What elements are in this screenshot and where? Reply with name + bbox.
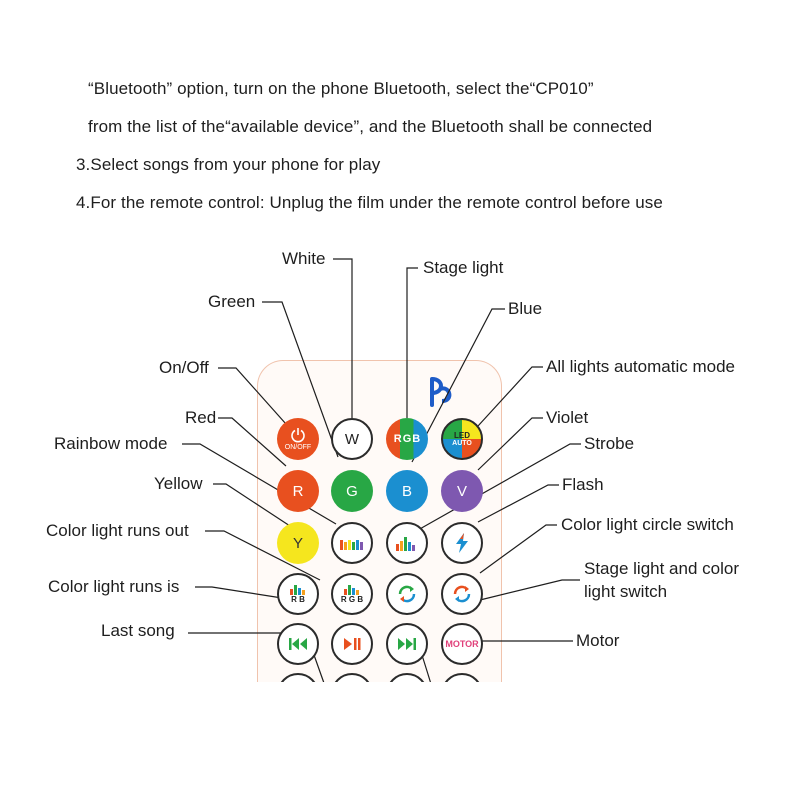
strobe-bars-icon — [396, 537, 415, 551]
instruction-line-3: 3.Select songs from your phone for play — [76, 155, 381, 174]
motor-button-text: MOTOR — [445, 639, 479, 649]
play-pause-button[interactable] — [331, 623, 373, 665]
runs-out-b: B — [357, 594, 364, 604]
play-pause-icon — [344, 638, 361, 650]
strobe-button[interactable] — [386, 522, 428, 564]
label-all-auto: All lights automatic mode — [546, 357, 735, 376]
instruction-line-4: 4.For the remote control: Unplug the fil… — [76, 193, 663, 212]
all-auto-button[interactable]: LED AUTO — [441, 418, 483, 460]
switch-arrows-icon — [453, 585, 471, 603]
next-song-button[interactable] — [386, 623, 428, 665]
label-circle-switch: Color light circle switch — [561, 515, 734, 534]
label-runs-is: Color light runs is — [48, 577, 180, 596]
last-song-button[interactable] — [277, 623, 319, 665]
auto-led-text: LED — [454, 431, 470, 440]
yellow-button-text: Y — [292, 534, 303, 552]
green-button-text: G — [346, 482, 358, 500]
label-stage-color-2: light switch — [584, 582, 668, 601]
instruction-line-1: “Bluetooth” option, turn on the phone Bl… — [88, 79, 594, 98]
blue-button-text: B — [401, 482, 412, 500]
label-strobe: Strobe — [584, 434, 635, 453]
violet-button[interactable]: V — [441, 470, 483, 512]
red-button-text: R — [292, 482, 304, 500]
runs-bars-icon — [290, 584, 305, 595]
circle-switch-button[interactable] — [386, 573, 428, 615]
runs-out-r: R — [340, 594, 347, 604]
label-on-off: On/Off — [159, 358, 209, 377]
motor-button[interactable]: MOTOR — [441, 623, 483, 665]
power-button-text: ON/OFF — [284, 444, 312, 451]
white-button[interactable]: W — [331, 418, 373, 460]
runs-is-b: B — [299, 594, 305, 604]
runs-out-g: G — [348, 594, 356, 604]
runs-is-button[interactable]: R B — [277, 573, 319, 615]
rgb-b-text: B — [412, 433, 421, 445]
label-runs-out: Color light runs out — [46, 521, 189, 540]
cropped-bottom-area — [0, 682, 800, 800]
runs-out-button[interactable]: R G B — [331, 573, 373, 615]
runs-out-bars-icon — [344, 584, 359, 595]
runs-is-r: R — [291, 594, 297, 604]
rainbow-mode-button[interactable] — [331, 522, 373, 564]
red-button[interactable]: R — [277, 470, 319, 512]
label-flash: Flash — [562, 475, 604, 494]
power-button[interactable]: ON/OFF — [277, 418, 319, 460]
green-button[interactable]: G — [331, 470, 373, 512]
rgb-g-text: G — [402, 433, 412, 445]
lightning-icon — [456, 533, 468, 553]
power-icon — [291, 428, 305, 443]
previous-track-icon — [289, 638, 307, 650]
auto-auto-text: AUTO — [452, 440, 472, 447]
blue-button[interactable]: B — [386, 470, 428, 512]
rainbow-bars-icon — [340, 540, 363, 550]
label-red: Red — [185, 408, 217, 427]
yellow-button[interactable]: Y — [277, 522, 319, 564]
cycle-arrows-icon — [398, 585, 416, 603]
label-stage-light: Stage light — [423, 258, 504, 277]
label-rainbow: Rainbow mode — [54, 434, 168, 453]
violet-button-text: V — [456, 482, 467, 500]
label-blue: Blue — [508, 299, 543, 318]
flash-button[interactable] — [441, 522, 483, 564]
label-green: Green — [208, 292, 256, 311]
label-white: White — [282, 249, 326, 268]
stage-color-switch-button[interactable] — [441, 573, 483, 615]
instruction-line-2: from the list of the“available device”, … — [88, 117, 653, 136]
label-last-song: Last song — [101, 621, 175, 640]
stage-light-rgb-button[interactable]: R G B — [386, 418, 428, 460]
next-track-icon — [398, 638, 416, 650]
label-motor: Motor — [576, 631, 620, 650]
label-violet: Violet — [546, 408, 589, 427]
label-yellow: Yellow — [154, 474, 203, 493]
rgb-r-text: R — [393, 433, 402, 445]
white-button-text: W — [344, 430, 360, 448]
label-stage-color-1: Stage light and color — [584, 559, 739, 578]
